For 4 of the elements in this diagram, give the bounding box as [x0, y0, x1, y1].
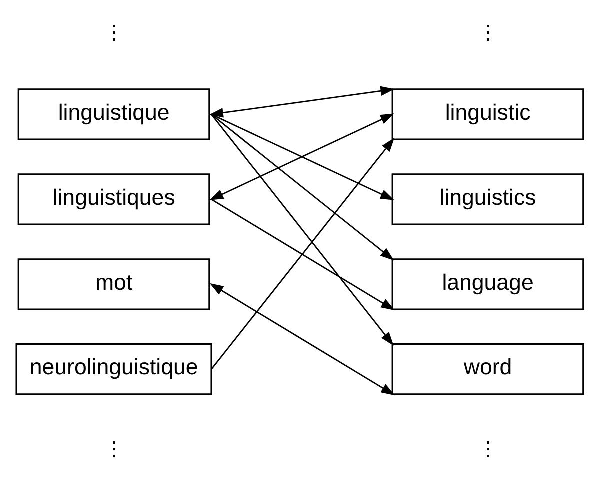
label: ⋮ — [104, 438, 124, 460]
label: ⋮ — [478, 22, 498, 44]
label: ⋮ — [104, 22, 124, 44]
label: ⋮ — [478, 438, 498, 460]
